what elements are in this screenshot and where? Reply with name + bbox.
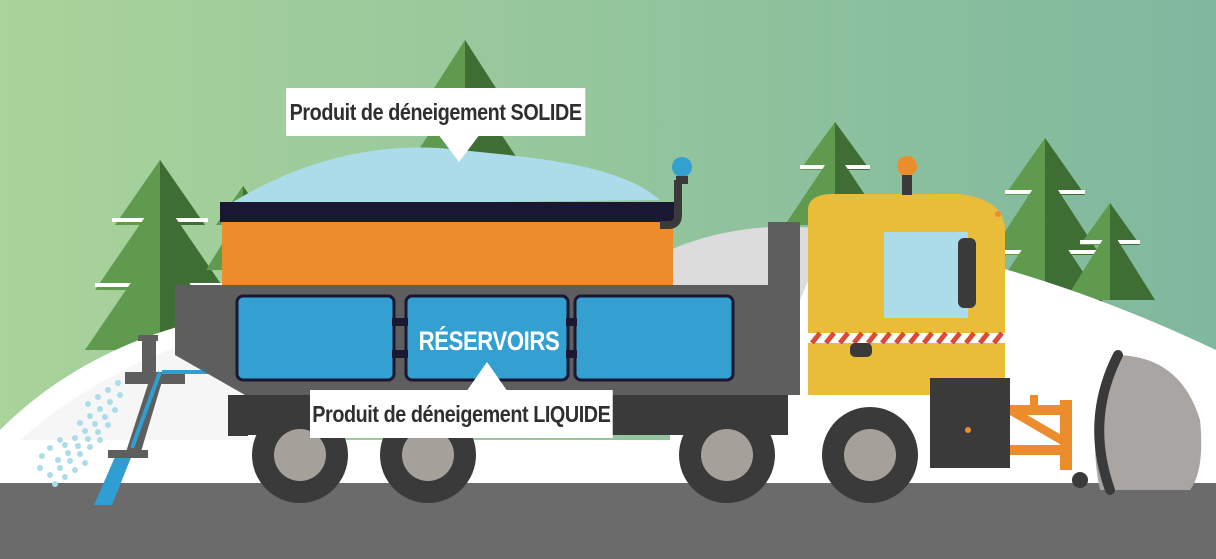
plow-mount xyxy=(1010,395,1072,470)
tank xyxy=(573,294,735,382)
hopper xyxy=(222,222,673,285)
mirror xyxy=(958,238,976,308)
beacon-blue xyxy=(672,157,692,177)
liquid-product-text: Produit de déneigement LIQUIDE xyxy=(312,400,611,427)
plow-blade-edge xyxy=(1094,350,1123,495)
salt-pile xyxy=(228,147,660,205)
callout-pointer-liquid xyxy=(466,362,508,392)
wheels xyxy=(252,407,918,503)
callout-pointer-solid xyxy=(438,134,480,162)
liquid-spray xyxy=(94,450,132,505)
solid-product-label: Produit de déneigement SOLIDE xyxy=(286,88,586,136)
granular-spray xyxy=(37,380,123,487)
exhaust-pipe xyxy=(660,180,682,229)
hopper-front-wall xyxy=(768,222,800,322)
hopper-top-rim xyxy=(220,202,675,222)
beacon-orange xyxy=(897,156,917,176)
solid-product-text: Produit de déneigement SOLIDE xyxy=(289,98,582,125)
plow-blade xyxy=(1095,355,1202,490)
pine-tree xyxy=(1065,203,1155,300)
tanks xyxy=(235,294,735,382)
rear-spreader xyxy=(108,335,240,458)
liquid-product-label: Produit de déneigement LIQUIDE xyxy=(310,390,613,438)
hazard-stripe xyxy=(808,331,1008,345)
chassis-rear xyxy=(228,408,248,436)
tank xyxy=(235,294,396,382)
road xyxy=(0,483,1216,559)
cab-window xyxy=(884,232,968,318)
door-handle xyxy=(850,343,872,357)
bumper xyxy=(930,378,1010,468)
tanks-label: RÉSERVOIRS xyxy=(418,325,560,356)
